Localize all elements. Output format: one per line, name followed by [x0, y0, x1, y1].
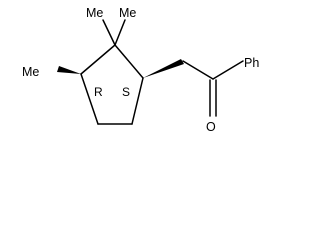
ring-bond-c3-c4: [80, 73, 99, 125]
structure-diagram: Me Me Me Ph O R S: [22, 6, 260, 134]
stereo-descriptor-s: S: [122, 85, 130, 99]
methyl-label-top-right: Me: [119, 6, 136, 20]
methyl-label-top-left: Me: [86, 6, 103, 20]
ring-bond-c2-c1: [114, 44, 144, 79]
stereo-descriptor-r: R: [94, 85, 103, 99]
bond-ch2-carbonyl: [182, 60, 214, 80]
gem-methyl-bond-right: [114, 19, 126, 46]
phenyl-label: Ph: [244, 56, 259, 70]
wedge-bond-methyl: [57, 66, 81, 74]
bond-carbonyl-phenyl: [212, 60, 244, 80]
methyl-label-left: Me: [22, 65, 39, 79]
wedge-bond-ch2: [143, 59, 184, 78]
gem-methyl-bond-left: [102, 19, 116, 46]
ring-bond-c5-c1: [131, 77, 144, 125]
oxygen-label: O: [206, 120, 216, 134]
molecule-svg: Me Me Me Ph O R S: [22, 6, 259, 134]
ring-bond-c2-c3: [80, 44, 116, 75]
